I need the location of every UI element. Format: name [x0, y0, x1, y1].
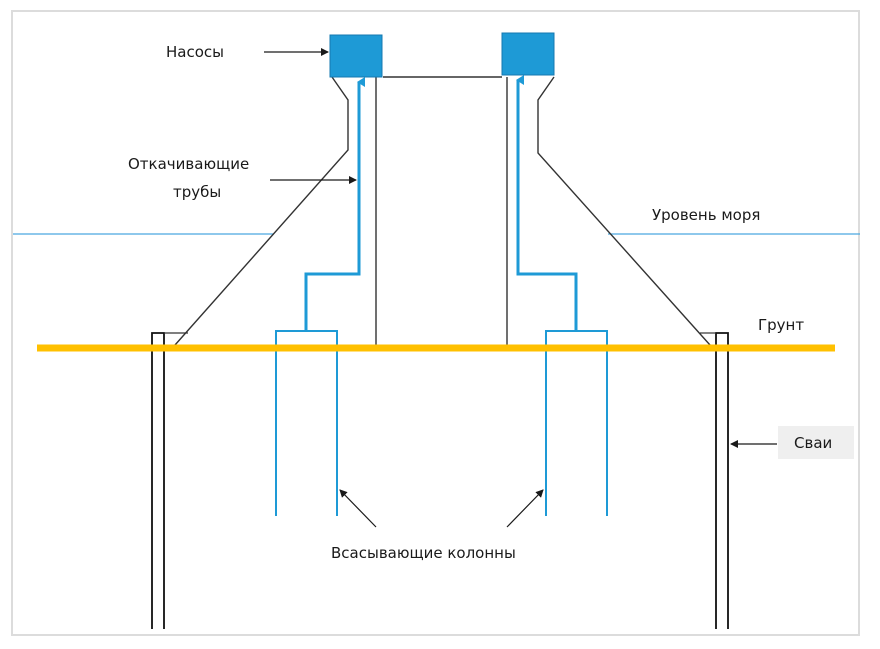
discharge-pipe-right — [516, 75, 578, 331]
discharge-pipe-left — [304, 77, 365, 331]
pile-right — [715, 332, 729, 629]
label-discharge-pipes-line2: трубы — [173, 183, 221, 201]
label-sea-level: Уровень моря — [652, 206, 760, 224]
pile-left — [151, 332, 165, 629]
label-ground: Грунт — [758, 316, 804, 334]
label-suction-columns: Всасывающие колонны — [331, 544, 516, 562]
piles-label-bg — [778, 426, 854, 459]
left-leg-outline — [174, 76, 349, 346]
label-discharge-pipes-line1: Откачивающие — [128, 155, 249, 173]
pump-left — [329, 34, 383, 78]
suction-column-left — [275, 330, 338, 516]
suction-callout-arrow-right — [506, 489, 544, 528]
label-pumps: Насосы — [166, 43, 224, 61]
suction-column-right — [545, 330, 608, 516]
pump-right — [501, 32, 555, 76]
right-leg-outline — [537, 76, 711, 346]
suction-callout-arrow-left — [339, 489, 377, 528]
label-piles: Сваи — [794, 434, 832, 452]
